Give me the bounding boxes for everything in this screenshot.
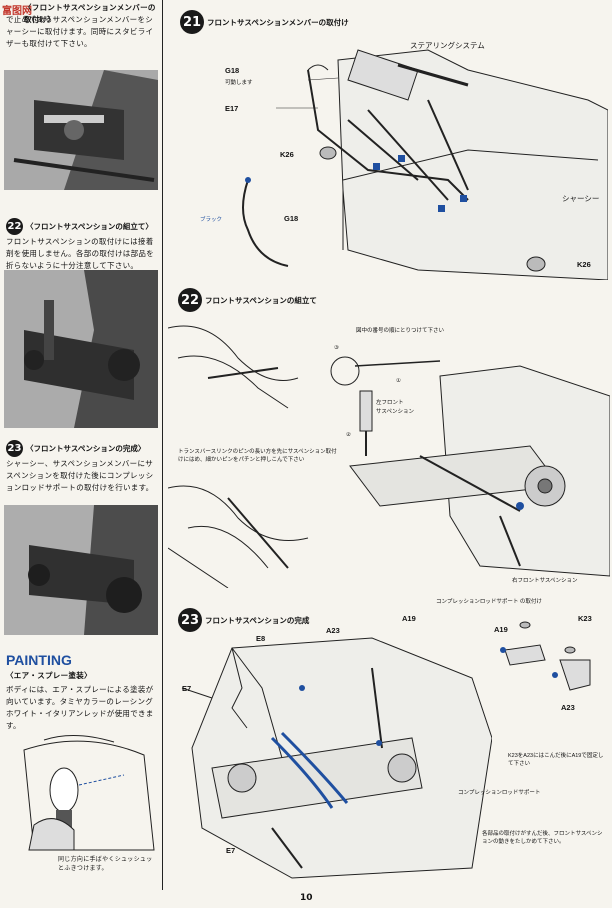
left-column: 〈フロントサスペンションメンバーの取付け〉 で止めてあるサスペンションメンバーを… <box>0 0 160 890</box>
step23-a23b: A23 <box>561 703 575 712</box>
s22-left-header: 22〈フロントサスペンションの組立て〉 <box>6 218 153 235</box>
step23-e7b: E7 <box>226 846 236 855</box>
painting-subtitle: 〈エア・スプレー塗装〉 <box>6 671 92 680</box>
step23-crs-title: コンプレッションロッドサポート の取付け <box>436 599 542 605</box>
step21-k26a-label: K26 <box>280 150 294 159</box>
spray-can-illustration <box>23 734 155 851</box>
step22-c2: ② <box>346 432 351 438</box>
photo-front-suspension <box>4 270 158 428</box>
painting-text: ボディには、エア・スプレーによる塗装が向いています。タミヤカラーのレーシングホワ… <box>6 685 154 730</box>
step23-k23-note: K23をA23にはこんだ後にA19で固定して下さい <box>508 753 604 767</box>
step21-g18b-label: G18 <box>284 214 299 223</box>
step22-c3: ③ <box>334 345 339 351</box>
step23-k23: K23 <box>578 614 592 623</box>
step23-a19a: A19 <box>402 614 416 623</box>
column-divider <box>162 0 163 890</box>
step23-drawing <box>181 637 492 879</box>
step21-steering-label: ステアリングシステム <box>410 41 485 50</box>
s23-left-header: 23〈フロントサスペンションの完成〉 <box>6 440 145 457</box>
page-number: 10 <box>300 893 313 903</box>
step21-e17-label: E17 <box>225 104 239 113</box>
step22-susp: サスペンション <box>376 409 415 415</box>
step22-c1: ① <box>396 378 401 384</box>
step22-hand-drawing <box>168 325 309 588</box>
step21-g18-label: G18 <box>225 66 240 75</box>
step23-a19b: A19 <box>494 625 508 634</box>
step23-a23a: A23 <box>326 626 340 635</box>
s21-left-title: 〈フロントサスペンションメンバーの取付け〉 <box>24 3 156 24</box>
step22-exploded-drawing <box>330 356 610 577</box>
s22-left-text: フロントサスペンションの取付けには接着剤を使用しません。各部の取付けは部品を折ら… <box>6 237 154 270</box>
s23-left-text: シャーシー、サスペンションメンバーにサスペンションを取付けた後にコンプレッション… <box>6 459 154 492</box>
step21-k26b-label: K26 <box>577 260 591 269</box>
step21-black-label: ブラック <box>200 217 223 223</box>
photo-suspension-member <box>4 70 158 190</box>
painting-title: PAINTING <box>6 652 72 668</box>
step22-left-front: 左フロント <box>376 400 404 406</box>
step22-transverse-note: トランスバースリンクのピンの長い方を先にサスペンション取付けにはめ、細かいピンを… <box>178 449 337 463</box>
step23-e7a: E7 <box>182 684 192 693</box>
step23-check-note: 各部品の取付けがすんだ後、フロントサスペンションの動きをたしかめて下さい。 <box>482 831 603 845</box>
step22-order-note: 図中の番号の順にとりつけて下さい <box>356 328 445 334</box>
watermark-logo: 富图网 <box>2 6 32 17</box>
spray-note: 同じ方向に手ばやくシュッシュッとふきつけます。 <box>58 856 153 872</box>
s21-left-text: で止めてあるサスペンションメンバーをシャーシーに取付けます。同時にスタビライザー… <box>6 15 154 48</box>
step23-detail-drawing <box>500 621 591 691</box>
step21-chassis-label: シャーシー <box>562 194 600 203</box>
step23-e8: E8 <box>256 634 266 643</box>
step21-drawing <box>242 49 608 280</box>
step22-right-front: 右フロントサスペンション <box>512 578 578 584</box>
photo-suspension-complete <box>4 505 158 635</box>
step21-movable-label: 可動します <box>225 80 253 86</box>
step23-crs-label: コンプレッションロッドサポート <box>458 790 541 796</box>
